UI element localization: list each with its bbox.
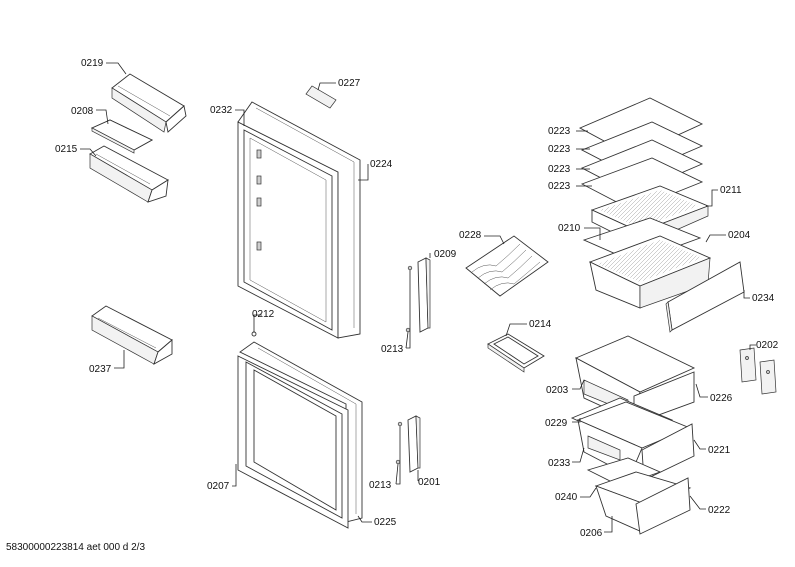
label-0233: 0233 [548,458,571,469]
drawing-reference-number: 58300000223814 aet 000 d 2/3 [6,542,146,553]
handle-strip-0227 [305,85,337,109]
hinge-cover-0209 [417,257,431,333]
label-0203: 0203 [546,385,569,396]
label-0209: 0209 [434,249,457,260]
label-0224: 0224 [370,159,393,170]
label-0229: 0229 [545,418,568,429]
label-0223-c: 0223 [548,164,571,175]
label-0222: 0222 [708,505,731,516]
leader-lines [80,62,756,533]
label-0237: 0237 [89,364,112,375]
door-bin-0219 [111,73,187,133]
label-0207: 0207 [207,481,230,492]
label-0232: 0232 [210,105,233,116]
label-0211: 0211 [720,185,742,196]
label-0208: 0208 [71,106,94,117]
label-0225: 0225 [374,517,397,528]
screws-0213-upper [405,265,413,333]
lower-door-seal-0207 [237,355,349,529]
label-0206: 0206 [580,528,603,539]
label-0212: 0212 [252,309,275,320]
label-0223-d: 0223 [548,181,571,192]
label-0213-lower: 0213 [369,480,392,491]
bottle-rack-0228 [465,235,549,297]
label-0201: 0201 [418,477,441,488]
crisper-drawer-0204 [588,235,712,309]
screws-0213-lower [395,421,403,465]
label-0214: 0214 [529,319,552,330]
screw-0212 [251,331,257,337]
label-0223-b: 0223 [548,144,571,155]
freezer-drawer-front-0222 [635,477,691,535]
hinge-cover-0201 [407,415,421,473]
label-0227: 0227 [338,78,361,89]
label-0202: 0202 [756,340,779,351]
divider-0240 [586,457,662,487]
upper-door-panel-0224 [237,101,361,339]
label-0234: 0234 [752,293,775,304]
label-0215: 0215 [55,144,78,155]
upper-door-seal-0232 [237,121,339,339]
egg-tray-0208 [90,119,153,154]
ice-tray-0214 [487,333,545,373]
label-0213-upper: 0213 [381,344,404,355]
label-0210: 0210 [558,223,581,234]
label-0223-a: 0223 [548,126,571,137]
door-bin-0215 [89,145,169,203]
label-0240: 0240 [555,492,578,503]
label-0219: 0219 [81,58,104,69]
door-bin-0237 [91,305,173,365]
label-0204: 0204 [728,230,751,241]
part-labels: 0219 0208 0215 0237 0232 0227 0224 0212 … [55,58,779,539]
clips-0202 [739,347,777,395]
label-0228: 0228 [459,230,482,241]
label-0221: 0221 [708,445,731,456]
label-0226: 0226 [710,393,733,404]
